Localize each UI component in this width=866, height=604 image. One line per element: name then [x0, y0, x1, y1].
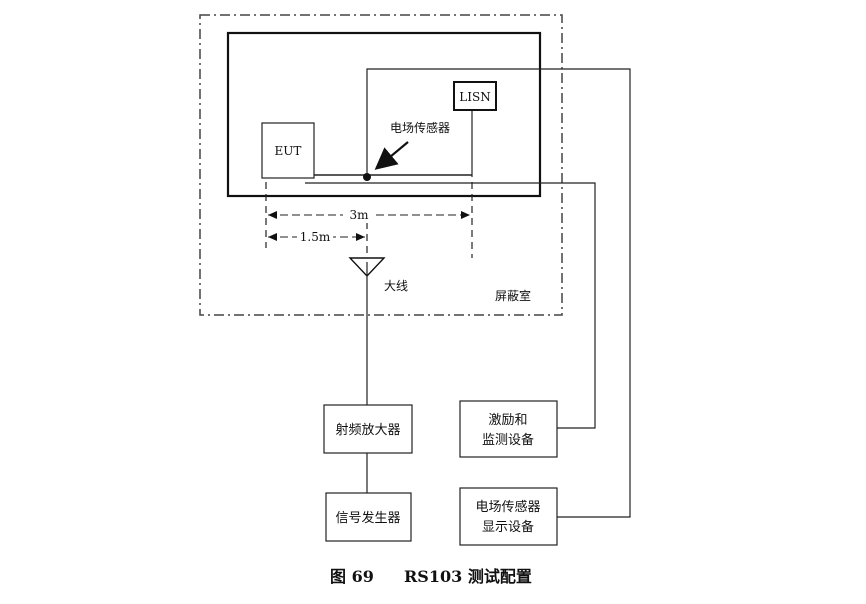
stimulus-cable — [305, 182, 596, 429]
rf-amplifier-label: 射频放大器 — [335, 422, 400, 438]
rf-amplifier-box — [323, 404, 413, 454]
eut-box — [261, 122, 315, 179]
eut-label: EUT — [275, 144, 302, 158]
signal-generator-label: 信号发生器 — [335, 510, 400, 526]
shielded-room-label: 屏蔽室 — [495, 288, 531, 303]
dim-15m-arrow-right — [356, 233, 365, 241]
stim-monitor-label-line2: 监测设备 — [482, 432, 534, 448]
shielded-room-outline — [199, 14, 563, 316]
field-sensor-arrow — [374, 141, 409, 170]
field-sensor-dot — [363, 173, 371, 181]
dim-3m-arrow-left — [268, 211, 277, 219]
antenna-label: 大线 — [384, 279, 408, 293]
stim-monitor-label-line1: 激励和 — [488, 413, 527, 428]
dim-3m-label-bg — [343, 207, 375, 223]
sensor-display-label-line2: 显示设备 — [482, 519, 534, 535]
cable-loop — [366, 68, 631, 518]
dim-3m-label: 3m — [349, 208, 369, 222]
lisn-label: LISN — [459, 90, 490, 104]
antenna-icon — [348, 257, 386, 278]
sensor-display-label-line1: 电场传感器 — [475, 499, 540, 515]
figure-number: 图 69 — [330, 567, 374, 586]
dim-15m-arrow-left — [268, 233, 277, 241]
lisn-box — [453, 81, 497, 111]
signal-generator-box — [325, 492, 412, 542]
stim-monitor-box — [459, 400, 558, 458]
field-sensor-label: 电场传感器 — [390, 120, 450, 135]
sensor-display-box — [459, 487, 558, 546]
dim-3m-arrow-right — [461, 211, 470, 219]
dim-15m-label: 1.5m — [300, 230, 331, 244]
figure-title: RS103 测试配置 — [404, 567, 532, 586]
dim-15m-label-bg — [297, 229, 333, 245]
ground-plane — [226, 31, 542, 198]
